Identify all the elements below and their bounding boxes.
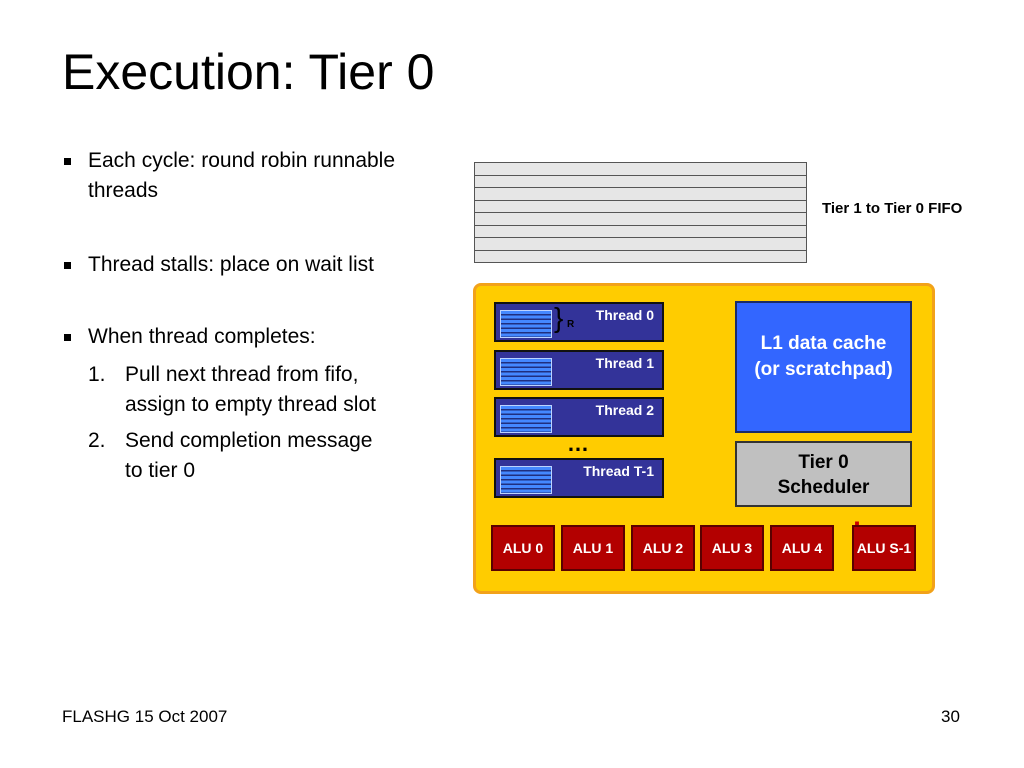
thread-label: Thread 1 [595,355,654,371]
thread-ellipsis: … [567,431,590,456]
alu-unit: ALU 2 [631,525,695,571]
thread-slot: Thread 2 [494,397,664,437]
thread-label: Thread 2 [595,402,654,418]
fifo-slot [474,174,807,187]
bullet-text: Thread stalls: place on wait list [88,253,374,276]
fifo-slot [474,162,807,175]
item-number: 2. [88,429,106,452]
thread-label: Thread 0 [595,307,654,323]
square-bullet-icon [64,158,71,165]
brace-label: R [567,319,575,330]
numbered-item: 2. Send completion message to tier 0 [88,426,462,486]
tier0-scheduler: Tier 0 Scheduler [735,441,912,507]
numbered-item: 1. Pull next thread from fifo, assign to… [88,360,462,420]
item-number: 1. [88,363,106,386]
slide-title: Execution: Tier 0 [62,44,435,100]
bullet-item: Thread stalls: place on wait list [62,250,462,280]
item-line: to tier 0 [125,459,196,482]
alu-unit: ALU 3 [700,525,764,571]
thread-slot: Thread 1 [494,350,664,390]
fifo-slot [474,187,807,200]
item-line: Send completion message [125,429,373,452]
footer-date: FLASHG 15 Oct 2007 [62,707,228,726]
alu-unit: ALU S-1 [852,525,916,571]
bullet-item: When thread completes: [62,322,462,352]
bullet-text: When thread completes: [88,325,316,348]
fifo-queue [474,162,807,263]
bullet-list: Each cycle: round robin runnable threads… [62,146,462,492]
l1-cache-line: L1 data cache [760,333,887,354]
scheduler-line: Scheduler [777,477,870,498]
square-bullet-icon [64,262,71,269]
register-file-icon [500,466,552,494]
alu-unit: ALU 0 [491,525,555,571]
thread-label: Thread T-1 [583,463,654,479]
fifo-slot [474,199,807,212]
fifo-slot [474,212,807,225]
item-line: Pull next thread from fifo, [125,363,359,386]
fifo-label: Tier 1 to Tier 0 FIFO [822,200,963,217]
thread-slot: Thread 0 [494,302,664,342]
register-file-icon [500,310,552,338]
register-file-icon [500,358,552,386]
l1-cache-line: (or scratchpad) [754,359,893,380]
fifo-slot [474,224,807,237]
thread-slot: Thread T-1 [494,458,664,498]
scheduler-line: Tier 0 [798,452,849,473]
l1-data-cache: L1 data cache (or scratchpad) [735,301,912,433]
fifo-slot [474,237,807,250]
bullet-text: Each cycle: round robin runnable threads [88,149,396,202]
register-file-icon [500,405,552,433]
numbered-sublist: 1. Pull next thread from fifo, assign to… [62,360,462,486]
square-bullet-icon [64,334,71,341]
page-number: 30 [941,707,960,726]
brace-icon: } [554,302,564,333]
alu-unit: ALU 1 [561,525,625,571]
alu-unit: ALU 4 [770,525,834,571]
fifo-slot [474,249,807,263]
item-line: assign to empty thread slot [125,393,376,416]
bullet-item: Each cycle: round robin runnable threads [62,146,462,206]
